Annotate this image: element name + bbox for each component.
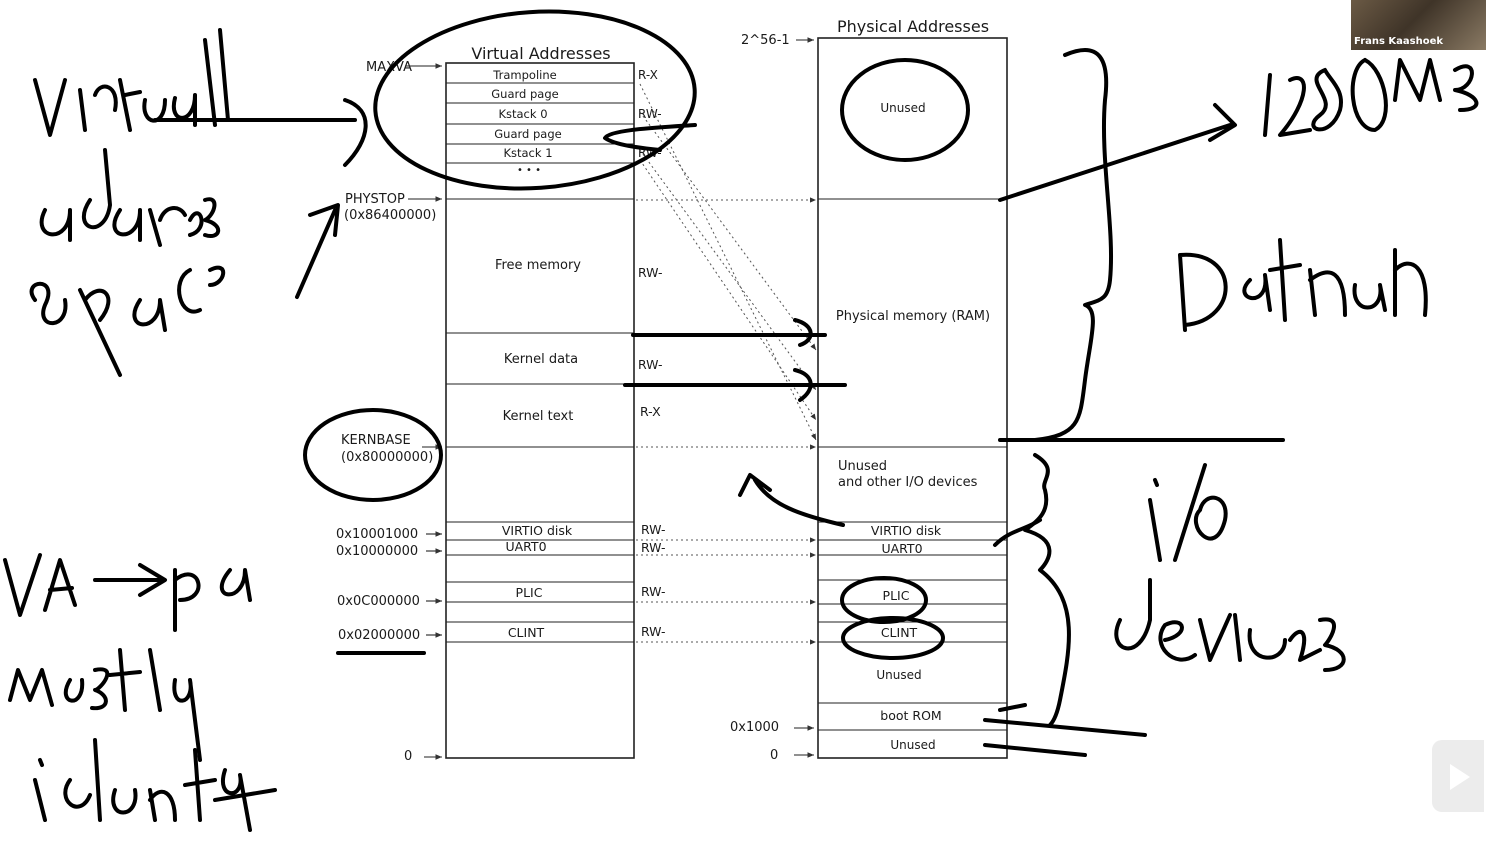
virtual-title: Virtual Addresses (471, 44, 610, 63)
v-guard-page-2: Guard page (494, 127, 561, 141)
v-clint: CLINT (508, 625, 545, 640)
perm-clint: RW- (641, 624, 666, 639)
perm-kstack0: RW- (638, 107, 662, 121)
p-uart0: UART0 (881, 541, 922, 556)
v-ellipsis: • • • (517, 165, 541, 176)
perm-virtio: RW- (641, 522, 666, 537)
label-0x1000: 0x1000 (730, 720, 779, 735)
play-icon (1450, 764, 1470, 790)
p-clint: CLINT (881, 625, 918, 640)
v-virtio-disk: VIRTIO disk (502, 523, 573, 538)
perm-kdata: RW- (638, 357, 663, 372)
label-uart-addr: 0x10000000 (336, 544, 418, 559)
label-plic-addr: 0x0C000000 (337, 594, 420, 609)
label-phystop: PHYSTOP (345, 192, 405, 207)
mapping-arrows (636, 83, 817, 645)
physical-title: Physical Addresses (837, 17, 989, 36)
v-kernel-text: Kernel text (503, 409, 574, 424)
p-unused-io-1: Unused (838, 459, 887, 474)
v-guard-page-1: Guard page (491, 87, 558, 101)
v-trampoline: Trampoline (492, 68, 556, 82)
label-kernbase: KERNBASE (341, 433, 411, 448)
label-virtio-addr: 0x10001000 (336, 527, 418, 542)
presenter-video-thumbnail[interactable]: Frans Kaashoek (1351, 0, 1486, 50)
p-unused-io-2: and other I/O devices (838, 475, 978, 490)
label-maxva: MAXVA (366, 60, 412, 75)
p-plic: PLIC (883, 588, 910, 603)
v-free-memory: Free memory (495, 258, 581, 273)
p-unused-top: Unused (880, 101, 925, 115)
p-unused-bottom: Unused (890, 738, 935, 752)
v-uart0: UART0 (505, 539, 546, 554)
p-unused-mid: Unused (876, 668, 921, 682)
v-kstack0: Kstack 0 (498, 107, 547, 121)
physical-column (817, 37, 1008, 759)
label-phystop-addr: (0x86400000) (344, 208, 436, 223)
perm-plic: RW- (641, 584, 666, 599)
v-kernel-data: Kernel data (504, 352, 578, 367)
perm-uart: RW- (641, 540, 666, 555)
label-top-addr: 2^56-1 (741, 33, 790, 48)
label-physical-zero: 0 (770, 748, 778, 763)
perm-ktext: R-X (640, 404, 661, 419)
label-virtual-zero: 0 (404, 749, 412, 764)
presenter-name: Frans Kaashoek (1354, 36, 1444, 47)
p-boot-rom: boot ROM (880, 708, 941, 723)
perm-trampoline: R-X (638, 68, 658, 82)
p-virtio-disk: VIRTIO disk (871, 523, 942, 538)
label-kernbase-addr: (0x80000000) (341, 450, 433, 465)
label-clint-addr: 0x02000000 (338, 628, 420, 643)
play-button[interactable] (1432, 740, 1484, 812)
p-ram: Physical memory (RAM) (836, 309, 990, 324)
handwritten-annotations (3, 9, 1479, 832)
v-kstack1: Kstack 1 (503, 146, 552, 160)
perm-free: RW- (638, 265, 663, 280)
v-plic: PLIC (516, 585, 543, 600)
virtual-column (445, 62, 635, 759)
